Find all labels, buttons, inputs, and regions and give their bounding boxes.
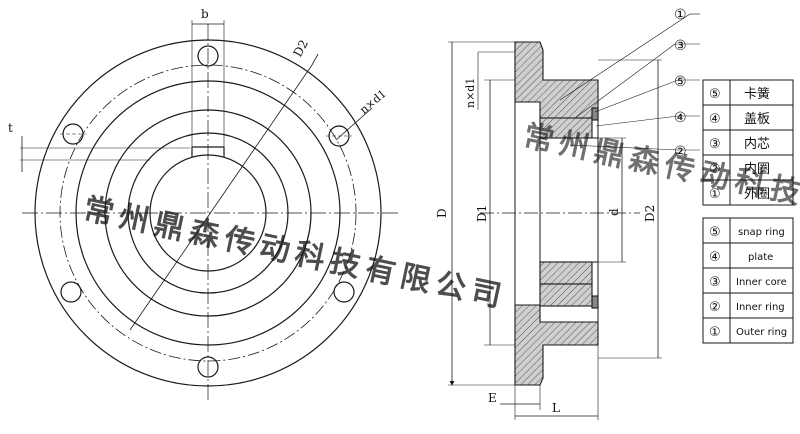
callout-5: ⑤	[674, 74, 687, 90]
label-D1: D1	[475, 205, 489, 222]
legend-english: ⑤ snap ring ④ plate ③ Inner core ② Inner…	[702, 217, 794, 344]
legend-cn-label-4: 外圈	[744, 187, 770, 202]
callout-1: ①	[674, 7, 687, 23]
front-view	[20, 20, 398, 400]
nd1-leader	[335, 107, 373, 141]
legend-cn-num-0: ⑤	[709, 87, 721, 102]
legend-en-num-1: ④	[709, 250, 721, 265]
callout-4: ④	[674, 110, 687, 126]
inner-core-bottom	[539, 261, 593, 285]
legend-en-num-0: ⑤	[709, 225, 721, 240]
label-front-d2: D2	[291, 37, 311, 59]
legend-en-label-4: Outer ring	[736, 327, 787, 338]
legend-cn-num-1: ④	[709, 112, 721, 127]
legend-cn-label-3: 内圈	[744, 161, 770, 177]
legend-en-num-3: ②	[709, 300, 721, 315]
label-L: L	[552, 401, 560, 415]
legend-en-num-2: ③	[709, 275, 721, 290]
bolt-hole-bottom	[197, 356, 219, 378]
legend-en-num-4: ①	[709, 325, 721, 340]
legend-cn-label-2: 内芯	[744, 136, 770, 152]
section-view	[514, 41, 599, 386]
legend-en-label-1: plate	[748, 252, 773, 263]
label-d: d	[607, 208, 621, 216]
outer-ring-top	[514, 41, 599, 119]
leader-5	[594, 79, 679, 113]
leader-1	[559, 13, 691, 101]
label-E: E	[488, 391, 497, 405]
callout-3: ③	[674, 38, 687, 54]
leader-2	[569, 144, 679, 151]
snap-ring-top	[591, 107, 599, 121]
bolt-hole-lower-right	[333, 281, 355, 303]
label-D: D	[435, 208, 449, 218]
bolt-hole-lower-left	[60, 281, 82, 303]
legend-cn-label-0: 卡簧	[744, 86, 770, 102]
legend-chinese: ⑤ 卡簧 ④ 盖板 ③ 内芯 ② 内圈 ① 外圈	[702, 79, 794, 206]
label-section-D2: D2	[643, 205, 657, 222]
snap-ring-bottom	[591, 295, 599, 309]
label-front-nd1: n×d1	[357, 87, 389, 116]
outer-ring-bottom	[514, 304, 599, 386]
legend-en-label-3: Inner ring	[736, 302, 785, 313]
legend-cn-num-2: ③	[709, 137, 721, 152]
leader-4	[595, 115, 679, 127]
label-b: b	[201, 7, 209, 21]
legend-en-label-2: Inner core	[736, 277, 787, 288]
label-t: t	[8, 121, 13, 135]
legend-cn-label-1: 盖板	[744, 112, 770, 127]
leader-3	[574, 43, 676, 119]
label-section-nd1: n×d1	[464, 78, 477, 108]
legend-cn-num-3: ②	[709, 162, 721, 177]
bolt-hole-top	[197, 45, 219, 67]
inner-ring-bottom	[539, 283, 593, 307]
legend-en-label-0: snap ring	[738, 227, 785, 238]
legend-cn-num-4: ①	[709, 187, 721, 202]
d2-leader	[129, 64, 313, 331]
callout-2: ②	[674, 144, 687, 160]
